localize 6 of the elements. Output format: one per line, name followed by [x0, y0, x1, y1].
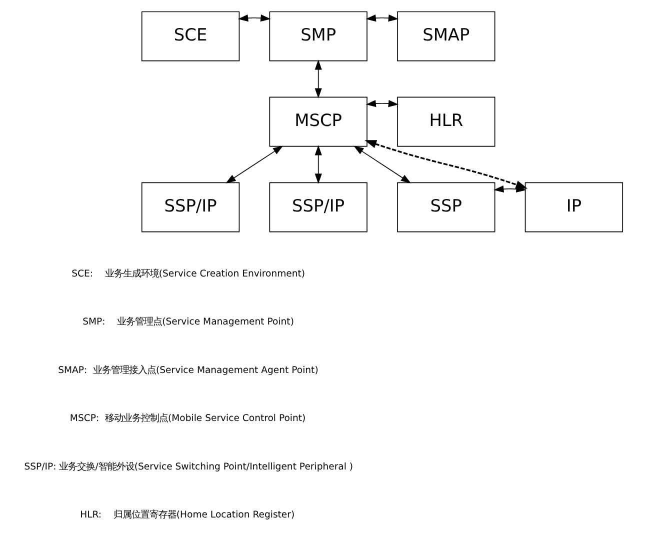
label: MSCP: 移动业务控制点(Mobile Service Control Point): [70, 413, 306, 424]
label: HLR: 归属位置寄存器(Home Location Register): [80, 510, 295, 521]
label: SCE: 业务生成环境(Service Creation Environment): [72, 268, 306, 280]
label: SMP: 业务管理点(Service Management Point): [82, 316, 294, 328]
label: SMAP: 业务管理接入点(Service Management Agent Point): [58, 364, 318, 376]
label: SSP/IP: 业务交换/智能外设(Service Switching Point/Intelligent Peripheral ): [24, 461, 354, 472]
